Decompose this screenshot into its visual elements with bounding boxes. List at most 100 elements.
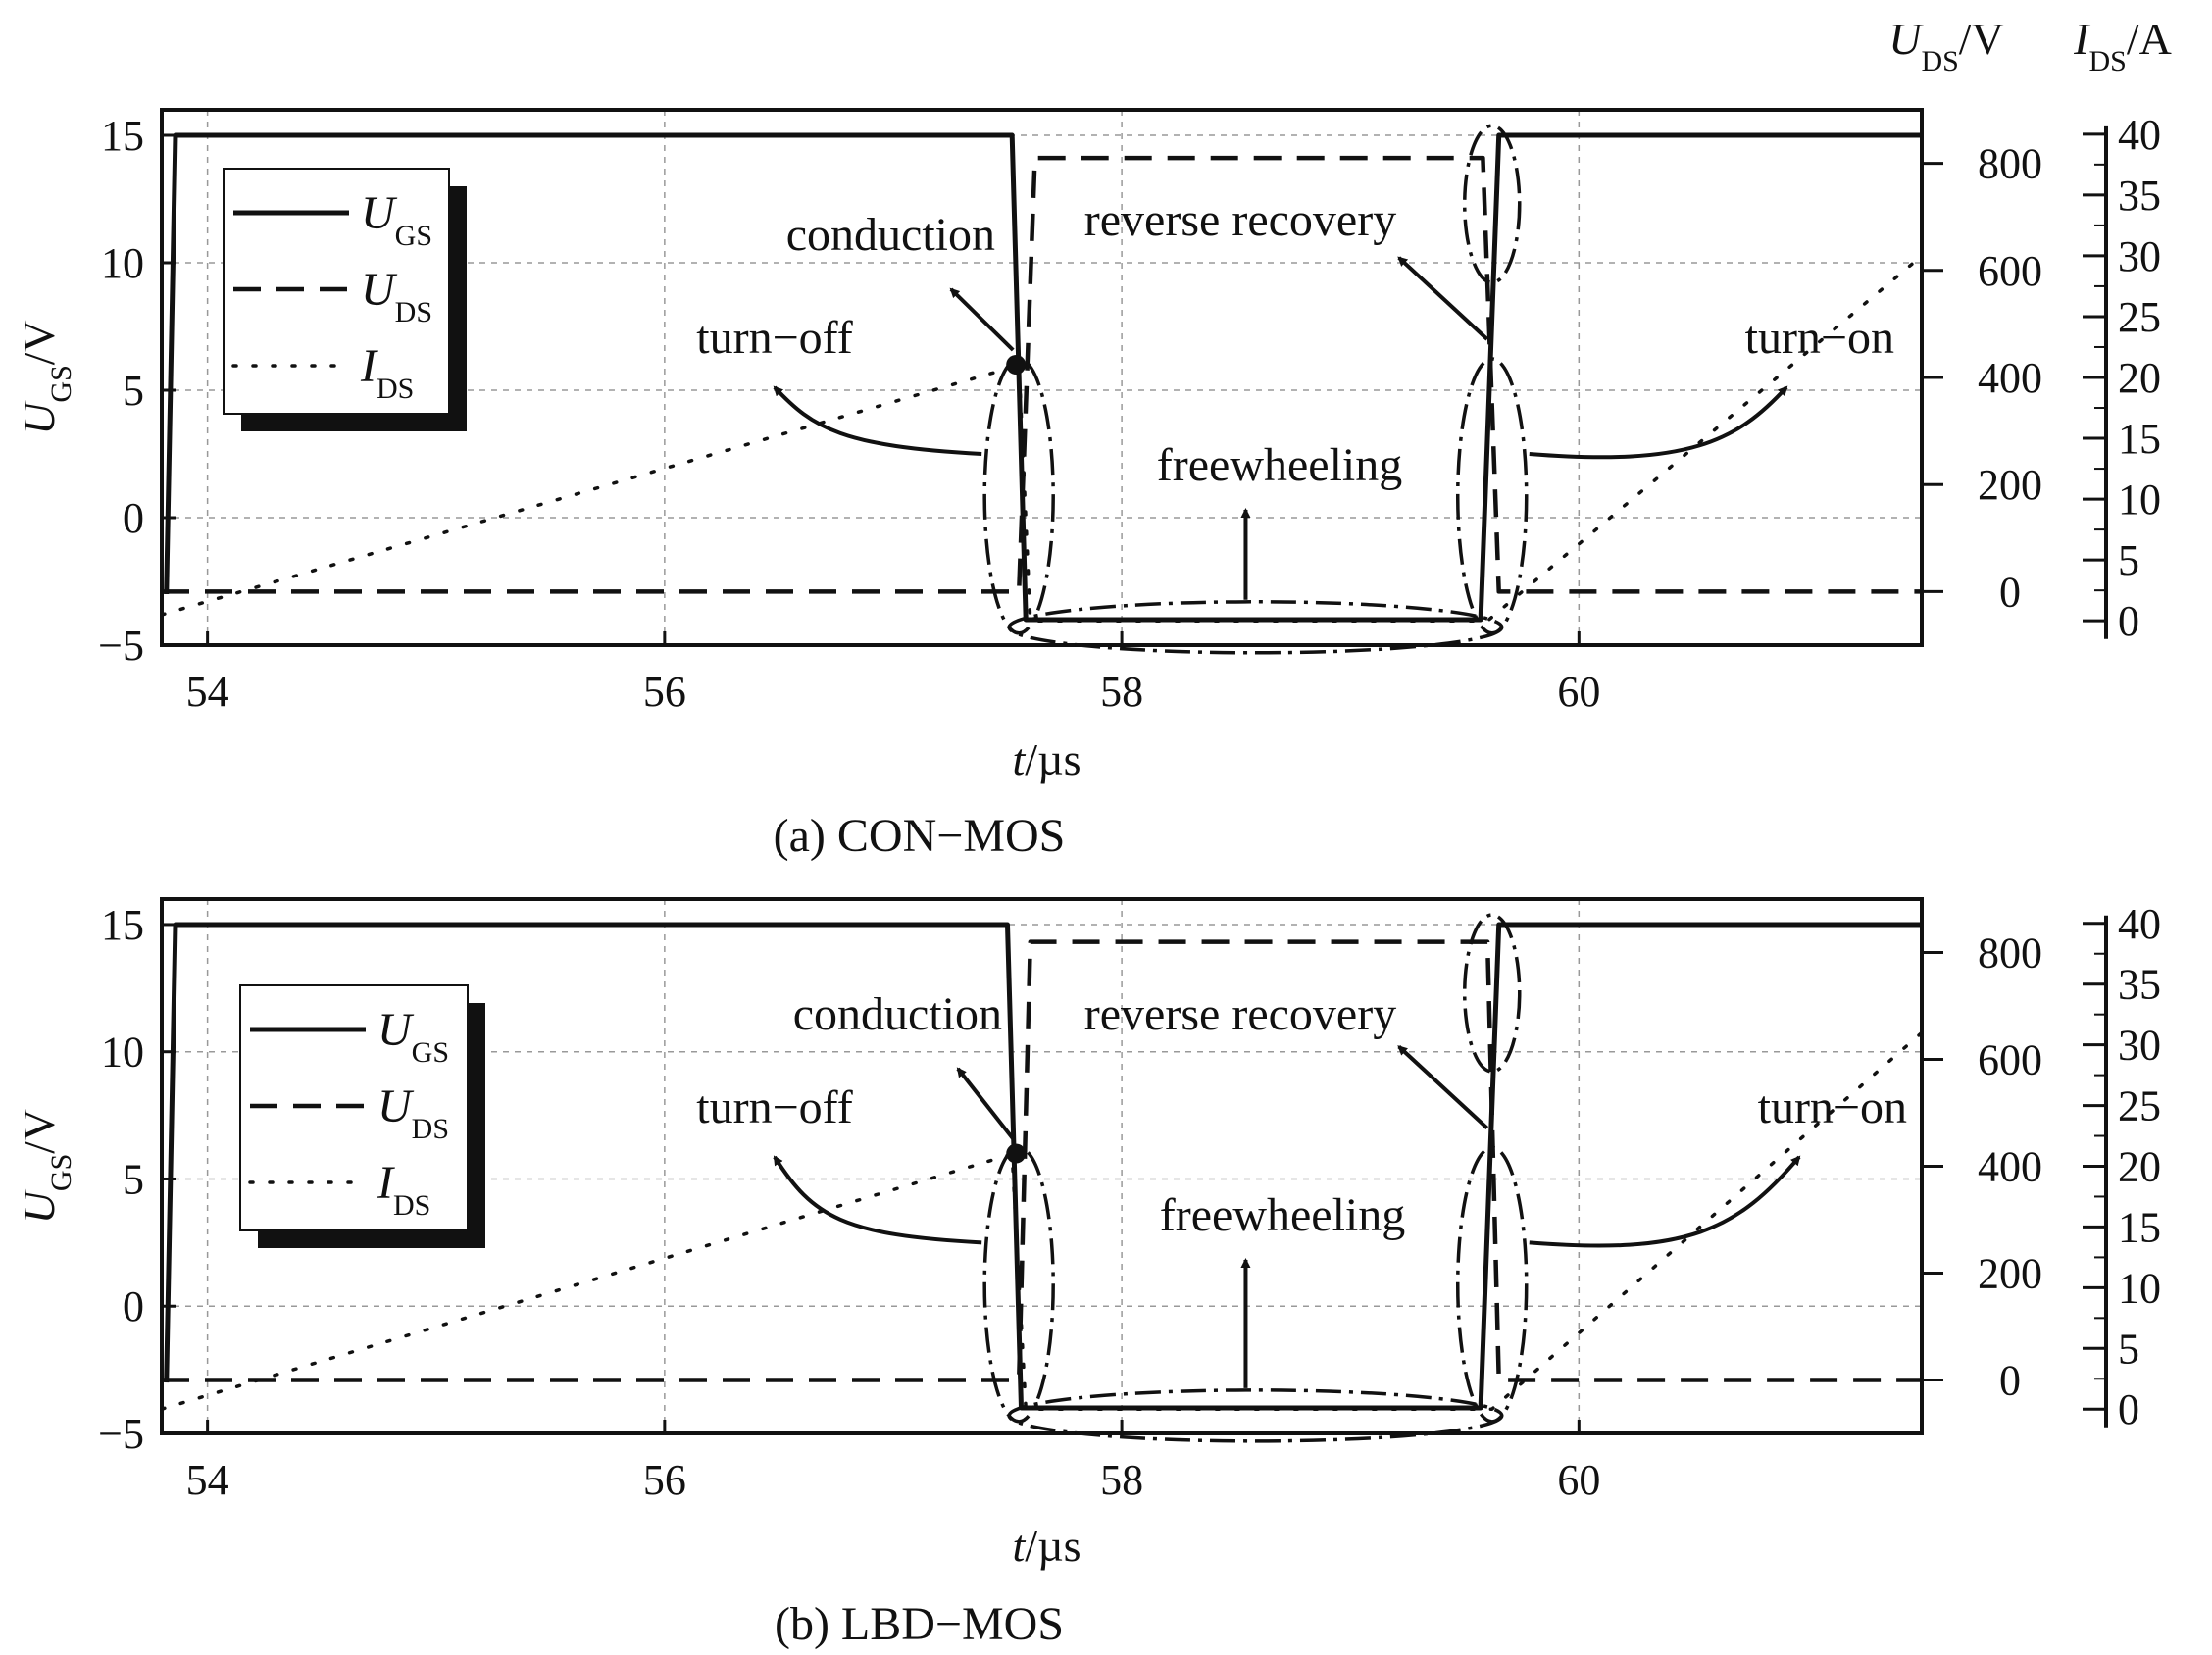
turn-off-arrow	[773, 1155, 982, 1245]
y-right1-axis-title: UDS/V	[1888, 14, 2004, 77]
reverse-recovery-region-outline	[1462, 913, 1522, 1074]
y-right1-tick-label: 200	[1978, 1250, 2042, 1298]
y-right2-tick-label: 35	[2118, 961, 2161, 1009]
freewheeling-region-outline	[1007, 1388, 1504, 1443]
reverse-recovery-arrow	[1397, 256, 1489, 341]
y-left-axis-title-unit: /V	[14, 1109, 64, 1154]
y-right2-tick-label: 25	[2118, 293, 2161, 341]
annotation-reverse-recovery: reverse recovery	[1084, 988, 1396, 1040]
annotation-reverse-recovery: reverse recovery	[1084, 194, 1396, 246]
legend-label-symbol: I	[360, 340, 378, 392]
x-tick-label: 54	[186, 1456, 229, 1504]
y-right1-tick-label: 400	[1978, 1143, 2042, 1191]
legend-label: UGS	[361, 187, 432, 252]
x-tick-label: 56	[643, 1456, 686, 1504]
series-line-IDS	[160, 1030, 1924, 1411]
conduction-point-marker	[1006, 1143, 1027, 1164]
y-right2-tick-label: 40	[2118, 900, 2161, 948]
annotation-freewheeling: freewheeling	[1160, 1189, 1406, 1241]
y-right1-axis-title-unit: /V	[1959, 14, 2004, 64]
y-right2-tick-label: 40	[2118, 111, 2161, 159]
conduction-arrow	[949, 287, 1015, 352]
y-right1-axis-title-symbol: U	[1888, 14, 1924, 64]
annotation-turn-on: turn−on	[1745, 312, 1894, 364]
y-left-tick-label: 0	[123, 494, 144, 542]
y-right2-axis-title-subscript: DS	[2088, 45, 2126, 77]
legend-label: IDS	[360, 340, 414, 405]
y-right2-tick-label: 15	[2118, 1203, 2161, 1251]
x-axis-title: t/µs	[1013, 734, 1081, 784]
y-left-tick-label: 0	[123, 1282, 144, 1330]
x-axis-title-unit: /µs	[1025, 1521, 1081, 1571]
x-tick-label: 58	[1100, 1456, 1143, 1504]
reverse-recovery-arrow	[1397, 1045, 1489, 1130]
legend-label-symbol: U	[361, 187, 398, 239]
x-axis-title-symbol: t	[1013, 734, 1027, 784]
y-right1-tick-label: 800	[1978, 929, 2042, 978]
legend-label-subscript: DS	[393, 1189, 430, 1222]
annotation-turn-off: turn−off	[696, 312, 853, 364]
y-right1-tick-label: 800	[1978, 140, 2042, 188]
y-right1-tick-label: 0	[1999, 1357, 2021, 1405]
y-left-tick-label: −5	[98, 622, 144, 670]
legend-label-symbol: U	[361, 264, 398, 316]
y-left-axis-title: UGS/V	[14, 320, 77, 435]
y-left-axis-title-symbol: U	[14, 400, 64, 435]
annotation-conduction: conduction	[786, 209, 995, 261]
y-right1-tick-label: 200	[1978, 461, 2042, 509]
legend-label-subscript: GS	[412, 1036, 449, 1069]
legend-label: IDS	[377, 1157, 430, 1222]
x-tick-label: 56	[643, 668, 686, 716]
annotation-turn-on: turn−on	[1758, 1081, 1907, 1133]
y-left-tick-label: 15	[101, 112, 144, 160]
turn-on-arrow	[1529, 1155, 1801, 1248]
y-right2-tick-label: 10	[2118, 476, 2161, 524]
y-right2-axis-title: IDS/A	[2073, 14, 2172, 77]
y-left-tick-label: 15	[101, 901, 144, 949]
legend-label-symbol: I	[377, 1157, 395, 1209]
y-right2-tick-label: 0	[2118, 597, 2139, 645]
y-left-tick-label: 5	[123, 367, 144, 415]
legend-label-subscript: DS	[395, 296, 432, 328]
x-tick-label: 58	[1100, 668, 1143, 716]
y-right1-tick-label: 600	[1978, 247, 2042, 295]
conduction-point-marker	[1006, 355, 1027, 375]
x-axis-title: t/µs	[1013, 1521, 1081, 1571]
turn-on-region-outline	[1455, 357, 1529, 635]
y-right2-tick-label: 25	[2118, 1082, 2161, 1130]
y-right2-tick-label: 5	[2118, 1325, 2139, 1373]
y-left-axis-title-unit: /V	[14, 320, 64, 365]
annotation-conduction: conduction	[793, 988, 1002, 1040]
annotation-turn-off: turn−off	[696, 1081, 853, 1133]
y-right2-axis-title-symbol: I	[2073, 14, 2091, 64]
y-right2-tick-label: 0	[2118, 1385, 2139, 1433]
y-left-axis-title: UGS/V	[14, 1109, 77, 1225]
turn-on-arrow	[1529, 385, 1788, 460]
y-right2-tick-label: 5	[2118, 536, 2139, 584]
figure-caption: (a) CON−MOS	[774, 810, 1066, 862]
legend-label: UDS	[361, 264, 432, 328]
legend-label-symbol: U	[377, 1004, 415, 1056]
y-right2-tick-label: 20	[2118, 354, 2161, 402]
annotation-freewheeling: freewheeling	[1157, 439, 1403, 491]
x-tick-label: 54	[186, 668, 229, 716]
legend-label: UGS	[377, 1004, 449, 1069]
x-tick-label: 60	[1557, 668, 1600, 716]
y-right1-tick-label: 600	[1978, 1036, 2042, 1084]
y-right2-tick-label: 15	[2118, 415, 2161, 463]
y-left-axis-title-subscript: GS	[45, 365, 77, 402]
y-right1-tick-label: 400	[1978, 354, 2042, 402]
y-left-axis-title-subscript: GS	[45, 1154, 77, 1191]
y-left-tick-label: 5	[123, 1155, 144, 1203]
series-line-UDS	[162, 155, 1922, 594]
y-left-tick-label: 10	[101, 239, 144, 287]
legend-label-subscript: DS	[377, 373, 414, 405]
x-axis-title-unit: /µs	[1025, 734, 1081, 784]
y-right2-tick-label: 30	[2118, 232, 2161, 280]
legend-label-symbol: U	[377, 1080, 415, 1132]
y-right2-axis-title-unit: /A	[2127, 14, 2172, 64]
series-line-UDS	[162, 939, 1922, 1382]
y-right2-tick-label: 20	[2118, 1143, 2161, 1191]
freewheeling-region-outline	[1007, 600, 1504, 655]
